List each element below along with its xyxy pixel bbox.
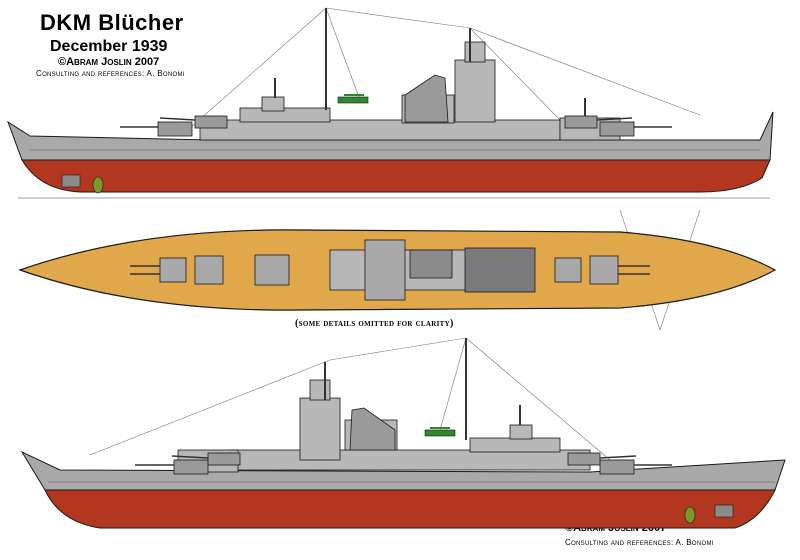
top-turrets [157, 115, 635, 137]
bottom-propeller [684, 504, 734, 524]
top-rigging [189, 7, 701, 129]
bottom-rigging [89, 337, 611, 461]
deck-plan-view [18, 209, 777, 331]
bottom-seaplane [424, 427, 456, 437]
deck-superstructure [329, 239, 536, 301]
plan-note: (some details omitted for clarity) [295, 318, 454, 329]
credit-top: ©Abram Joslin 2007 [58, 56, 160, 68]
consulting-bottom: Consulting and references: A. Bonomi [565, 538, 714, 547]
top-gun-barrels [120, 117, 672, 128]
page-subtitle-date: December 1939 [50, 38, 168, 55]
top-profile-view [7, 7, 774, 199]
bottom-hull-grey [20, 450, 786, 491]
bottom-profile-view [20, 337, 786, 529]
top-hull-grey [7, 111, 774, 161]
bottom-turrets [173, 452, 635, 475]
top-propeller [61, 174, 104, 194]
page-title: DKM Blücher [40, 10, 184, 35]
deck-turrets [159, 254, 619, 286]
bottom-masts [324, 338, 521, 440]
top-superstructure [199, 41, 621, 141]
deck-gun-barrels [130, 265, 650, 275]
bottom-gun-barrels [135, 455, 672, 466]
top-hull-red [21, 159, 771, 193]
top-seaplane [337, 94, 369, 104]
consulting-top: Consulting and references: A. Bonomi [36, 69, 185, 78]
top-masts [274, 8, 586, 118]
bottom-hull-red [44, 489, 776, 529]
